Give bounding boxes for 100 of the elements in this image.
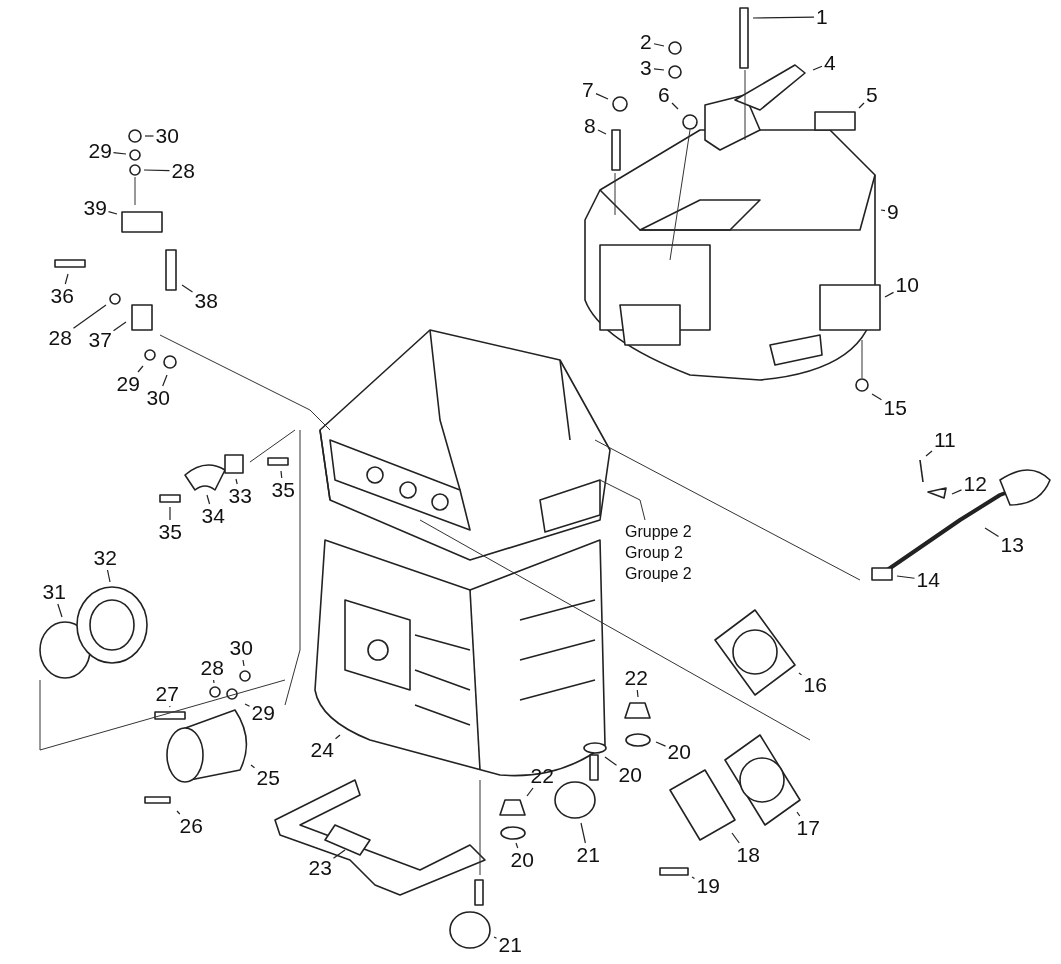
callout-number: 11 [933, 429, 957, 451]
callout-number: 16 [802, 674, 828, 696]
callout-number: 4 [823, 52, 837, 74]
callout-number: 20 [666, 741, 692, 763]
leader-line [604, 756, 618, 766]
callout-number: 20 [509, 849, 535, 871]
leader-line [235, 478, 238, 485]
leader-line [112, 321, 127, 332]
leader-line [206, 494, 211, 505]
leader-line [858, 102, 865, 109]
callout-number: 39 [82, 197, 108, 219]
leader-line [57, 603, 63, 618]
leader-line [884, 291, 895, 298]
group-note: Groupe 2 [625, 565, 692, 583]
callout-number: 29 [115, 373, 141, 395]
leader-line [515, 842, 519, 849]
callout-number: 27 [154, 683, 180, 705]
callout-number: 23 [307, 857, 333, 879]
callout-number: 35 [270, 479, 296, 501]
callout-number: 5 [865, 84, 879, 106]
leader-line [653, 43, 665, 47]
callout-number: 26 [178, 815, 204, 837]
leader-line [72, 304, 107, 329]
callout-number: 14 [915, 569, 941, 591]
callout-number: 33 [227, 485, 253, 507]
callout-number: 15 [882, 397, 908, 419]
leader-line [106, 569, 111, 583]
group-note: Group 2 [625, 544, 683, 562]
callout-number: 20 [617, 764, 643, 786]
leader-line [655, 741, 667, 747]
callout-number: 3 [639, 57, 653, 79]
callout-number: 28 [199, 657, 225, 679]
callout-number: 22 [623, 667, 649, 689]
leader-line [597, 129, 607, 135]
callout-number: 30 [228, 637, 254, 659]
leader-line [280, 470, 283, 479]
leader-line [526, 787, 534, 797]
leader-line [812, 65, 823, 71]
callout-number: 9 [886, 201, 900, 223]
callout-number: 28 [47, 327, 73, 349]
leader-line [162, 374, 168, 387]
callout-number: 19 [695, 875, 721, 897]
callout-number: 7 [581, 79, 595, 101]
leader-line [334, 734, 341, 740]
callout-number: 29 [87, 140, 113, 162]
callout-number: 10 [894, 274, 920, 296]
callout-number: 2 [639, 31, 653, 53]
leader-line [653, 68, 665, 71]
leader-line [951, 489, 963, 495]
leader-line [181, 284, 194, 293]
leader-line [580, 822, 586, 844]
callout-number: 28 [170, 160, 196, 182]
leader-line [798, 672, 803, 676]
callout-number: 29 [250, 702, 276, 724]
callout-number: 35 [157, 521, 183, 543]
callout-number: 30 [154, 125, 180, 147]
callout-number: 38 [193, 290, 219, 312]
leader-line [493, 936, 498, 939]
leader-line [176, 810, 181, 815]
leader-line [984, 527, 1000, 538]
leader-line [244, 703, 251, 707]
leader-line [752, 16, 815, 19]
leader-line [64, 273, 69, 285]
leader-line [169, 506, 171, 521]
callout-number: 8 [583, 115, 597, 137]
leader-line [143, 169, 171, 172]
leader-line [880, 209, 886, 212]
leader-line [871, 393, 883, 401]
callout-number: 13 [999, 534, 1025, 556]
callout-number: 6 [657, 84, 671, 106]
callout-number: 30 [145, 387, 171, 409]
group-note: Gruppe 2 [625, 523, 692, 541]
leader-line [213, 679, 215, 684]
callout-number: 37 [87, 329, 113, 351]
leader-line [112, 151, 127, 155]
leader-line [925, 450, 933, 457]
leader-line [691, 876, 696, 879]
leader-line [250, 764, 256, 769]
leader-line [137, 365, 144, 373]
callout-number: 24 [309, 739, 335, 761]
leader-line [636, 689, 639, 698]
leader-line [896, 575, 916, 579]
leader-line [332, 849, 346, 859]
leader-line [242, 659, 245, 667]
leader-line [731, 832, 740, 844]
callout-number: 21 [575, 844, 601, 866]
leader-line [144, 135, 155, 137]
callout-number: 31 [41, 581, 67, 603]
callout-number: 36 [49, 285, 75, 307]
callout-number: 32 [92, 547, 118, 569]
leader-line [595, 93, 609, 100]
leader-line [671, 102, 679, 110]
callout-number: 17 [795, 817, 821, 839]
callout-number: 21 [497, 934, 523, 956]
callout-number: 34 [200, 505, 226, 527]
callout-number: 25 [255, 767, 281, 789]
callout-number: 12 [962, 473, 988, 495]
leader-line [107, 211, 118, 215]
callout-number: 1 [815, 6, 829, 28]
callout-number: 18 [735, 844, 761, 866]
